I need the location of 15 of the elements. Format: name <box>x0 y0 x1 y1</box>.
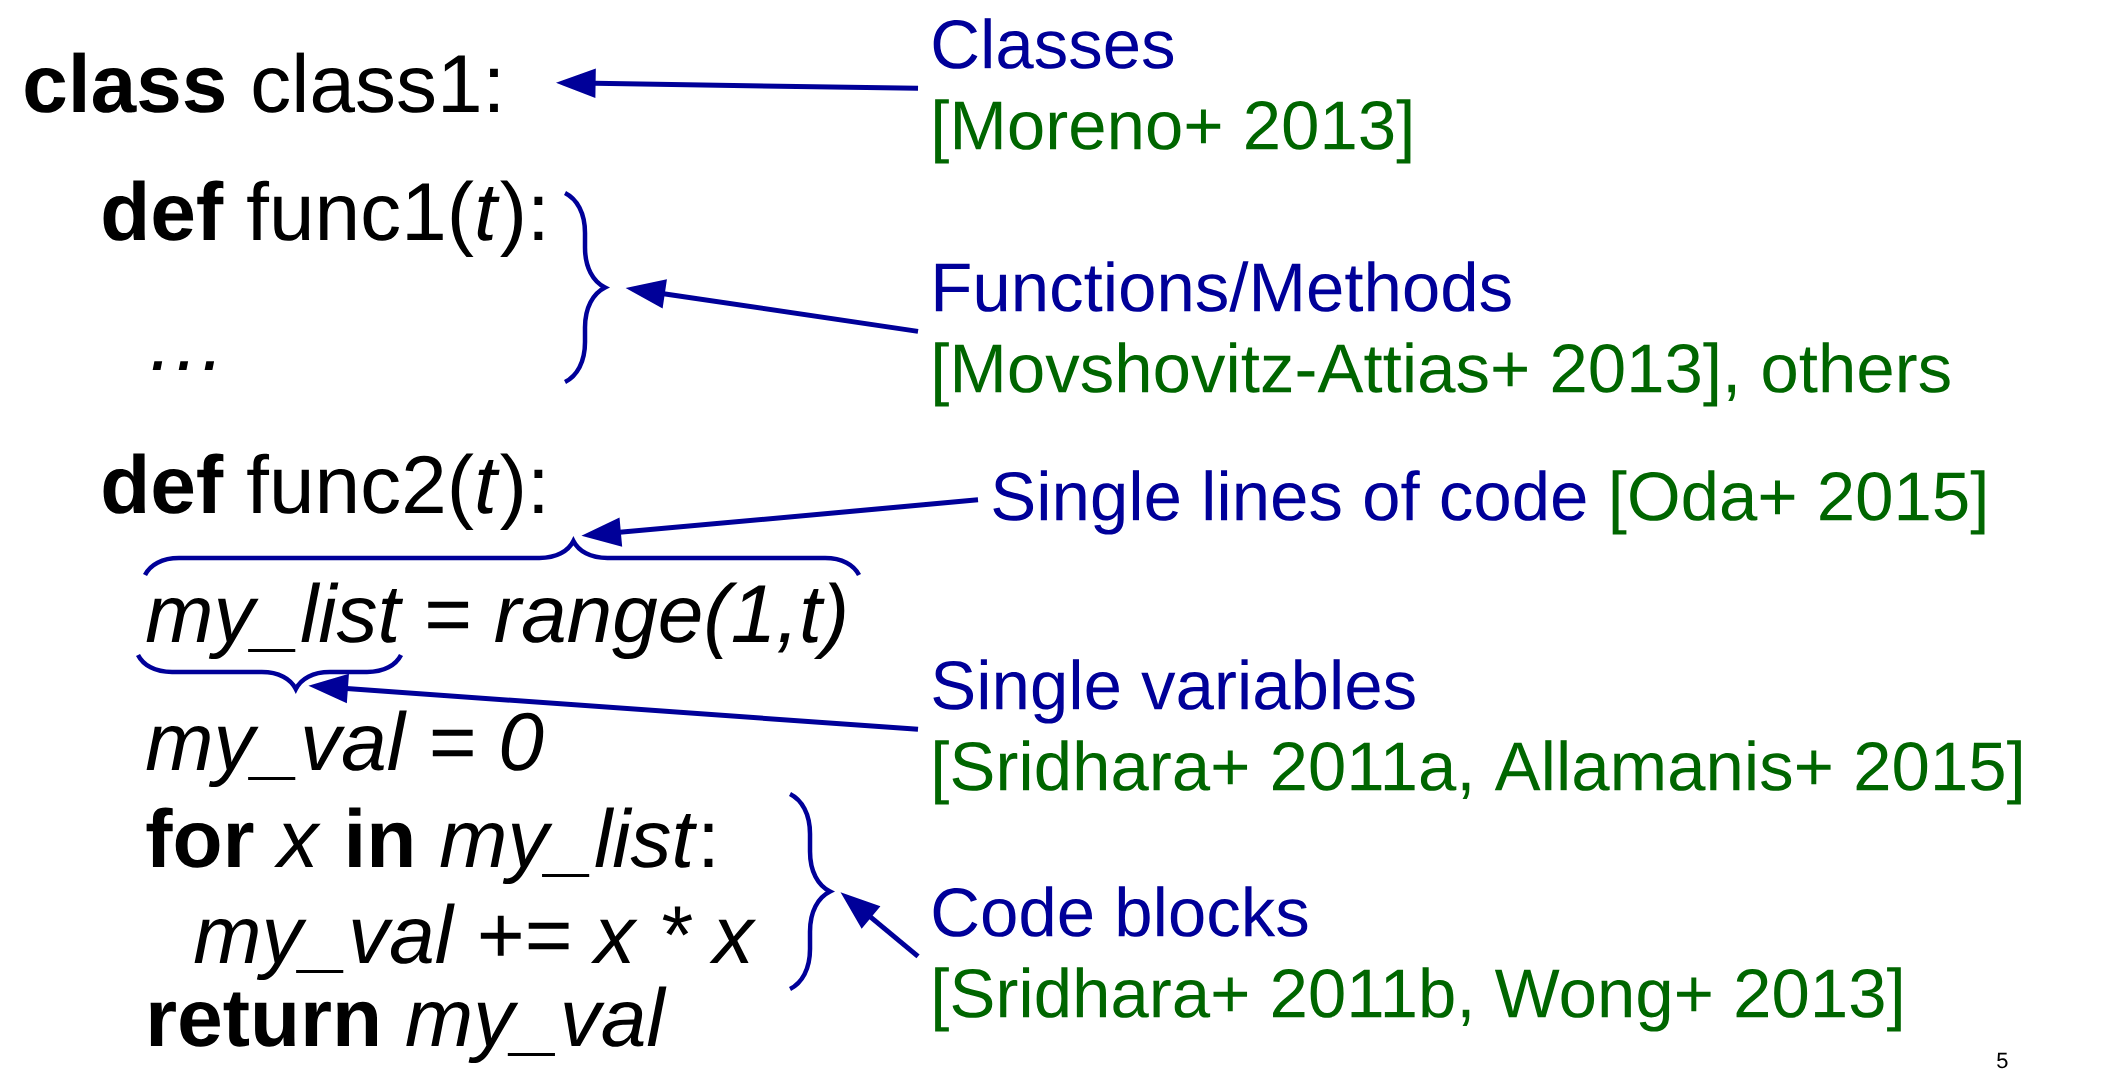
annotation-text: Single variables [Sridhara+ 2011a, Allamanis+ 2015] <box>933 659 2021 805</box>
annotation-text: Classes [Moreno+ 2013] <box>933 18 1411 164</box>
annotation-text: Functions/Methods [Movshovitz-Attias+ 2013], others <box>935 261 1950 407</box>
code-line: … <box>152 361 215 370</box>
page-number: 5 <box>1997 1052 2008 1069</box>
annotation-text: Single lines of code [Oda+ 2015] <box>993 470 1985 535</box>
curly-brace <box>143 538 861 577</box>
curly-brace <box>563 191 608 384</box>
code-line: my_list = range(1,t) <box>146 582 845 659</box>
code-line: return my_val <box>150 986 667 1063</box>
curly-brace <box>788 792 833 991</box>
annotation-text: Code blocks [Sridhara+ 2011b, Wong+ 2013] <box>933 886 1901 1032</box>
code-line: def func2(t): <box>103 453 543 530</box>
code-line: for x in my_list: <box>146 807 713 884</box>
code-line: class class1: <box>25 52 498 113</box>
